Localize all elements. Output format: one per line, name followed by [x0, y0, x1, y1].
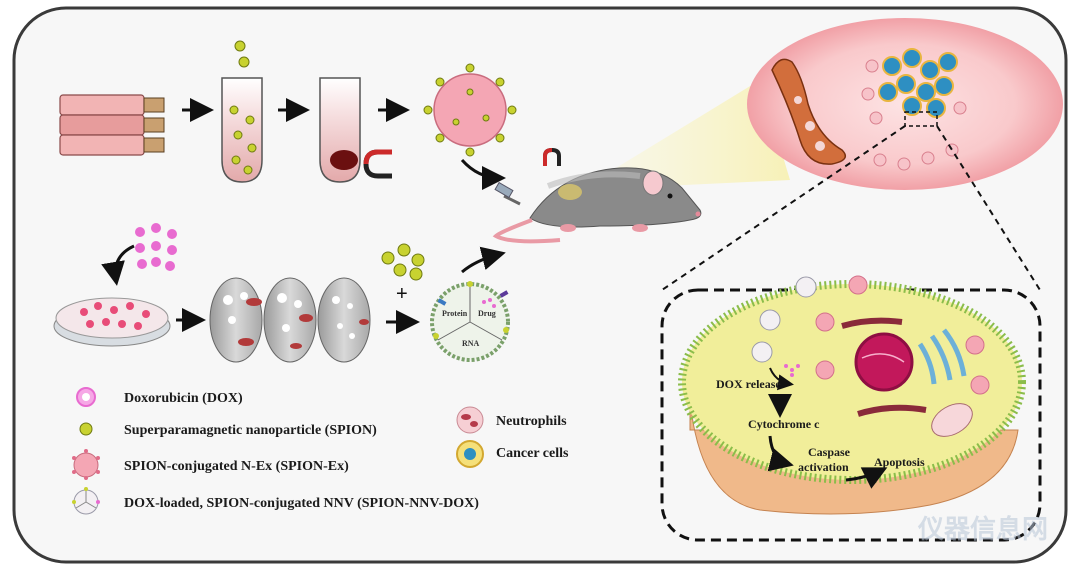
culture-flasks — [59, 94, 165, 156]
arrow-caspase-to-apoptosis — [845, 467, 888, 489]
arrow-vesicle-to-mouse — [461, 246, 506, 274]
arrow-exosome-to-mouse — [460, 158, 506, 190]
label-protein: Protein — [442, 309, 468, 318]
zoom-line-left — [661, 125, 906, 291]
legend-spion-ex-label: SPION-conjugated N-Ex (SPION-Ex) — [124, 459, 349, 474]
watermark-text: 仪器信息网 — [917, 514, 1048, 545]
test-tube-magnet — [319, 77, 392, 183]
cancer-cell — [678, 275, 1026, 515]
extrusion-filters — [209, 277, 371, 363]
apoptosis-label: Apoptosis — [874, 455, 925, 469]
legend-neutrophils-label: Neutrophils — [496, 414, 567, 429]
legend-dox: Doxorubicin (DOX) — [76, 387, 243, 407]
petri-dish — [53, 297, 171, 347]
test-tube-mixing — [221, 77, 263, 183]
legend-cancer-cells-label: Cancer cells — [496, 446, 569, 461]
legend-nnv-label: DOX-loaded, SPION-conjugated NNV (SPION-… — [124, 496, 479, 511]
arrow-cytochrome-to-caspase — [767, 435, 794, 472]
legend-dox-label: Doxorubicin (DOX) — [124, 391, 243, 406]
legend-neutrophils: Neutrophils — [456, 406, 567, 434]
tumor-closeup — [747, 18, 1063, 190]
legend-spion-label: Superparamagnetic nanoparticle (SPION) — [124, 423, 377, 438]
caspase-label-line1: Caspase — [808, 445, 851, 459]
dox-molecules — [135, 223, 177, 271]
caspase-label-line2: activation — [798, 460, 849, 474]
cytochrome-label: Cytochrome c — [748, 417, 820, 431]
nanovesicle-detail: Protein Drug RNA — [430, 281, 510, 362]
mouse — [492, 147, 702, 244]
plus-sign: + — [396, 283, 408, 305]
spion-cluster — [381, 243, 425, 281]
legend-spion-ex: SPION-conjugated N-Ex (SPION-Ex) — [72, 449, 349, 480]
light-beam — [580, 80, 790, 190]
legend-spion: Superparamagnetic nanoparticle (SPION) — [79, 422, 377, 438]
legend: Doxorubicin (DOX) Superparamagnetic nano… — [72, 387, 569, 515]
label-rna: RNA — [462, 339, 480, 348]
spion-ex-particle — [423, 63, 517, 157]
arrow-dox-to-dish — [101, 244, 135, 286]
label-drug: Drug — [478, 309, 496, 318]
legend-nnv: DOX-loaded, SPION-conjugated NNV (SPION-… — [72, 487, 479, 515]
dox-release-label: DOX release — [716, 377, 781, 391]
legend-cancer-cells: Cancer cells — [456, 440, 569, 468]
spion-drops — [234, 40, 250, 68]
